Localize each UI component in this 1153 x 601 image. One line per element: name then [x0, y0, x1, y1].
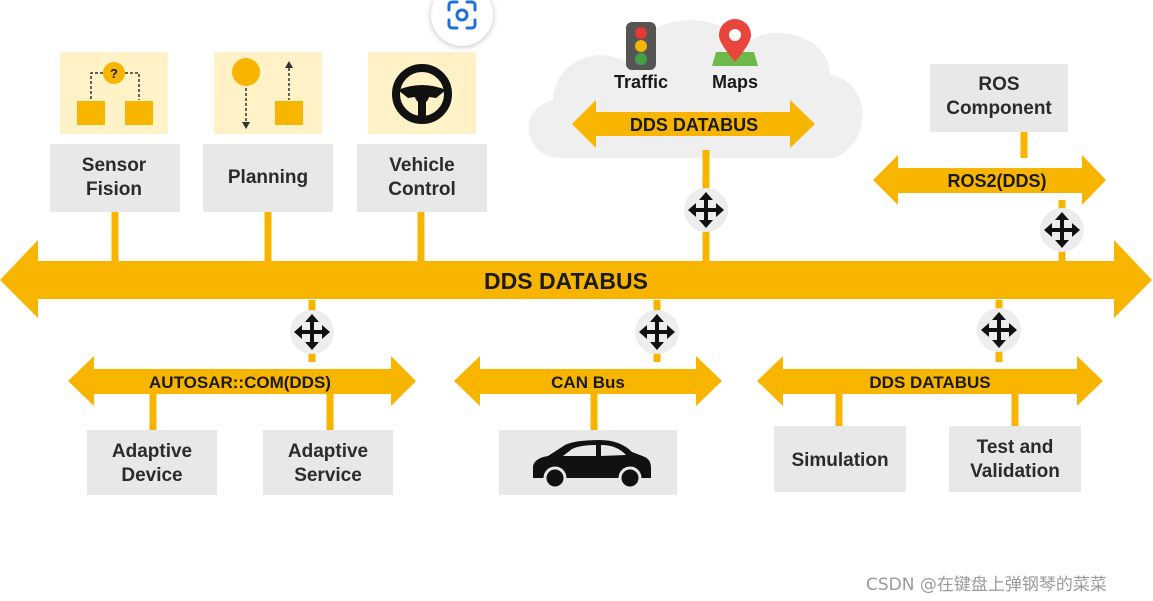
sensor-fusion-label-line2: Fision	[86, 179, 142, 200]
flowchart-decision-icon: ?	[77, 62, 153, 125]
adaptive-service-line1: Adaptive	[288, 441, 368, 462]
adaptive-device-line1: Adaptive	[112, 441, 192, 462]
ros-component-line2: Component	[946, 98, 1052, 119]
traffic-item: Traffic	[614, 22, 668, 92]
maps-item: Maps	[712, 19, 758, 92]
adaptive-service-line2: Service	[294, 465, 362, 486]
vehicle-control-label-line1: Vehicle	[389, 155, 455, 176]
steering-wheel-icon	[392, 64, 452, 124]
bottom-bus-label: DDS DATABUS	[869, 373, 990, 392]
watermark: CSDN @在键盘上弹钢琴的菜菜	[866, 575, 1107, 595]
planning-icon-tile	[214, 52, 322, 134]
car-box	[499, 430, 677, 495]
can-bus: CAN Bus	[454, 356, 722, 406]
move-arrows-icon	[684, 188, 728, 232]
car-icon	[533, 440, 651, 490]
sensor-fusion-icon-tile: ?	[60, 52, 168, 134]
move-arrows-icon	[1040, 208, 1084, 252]
main-bus-label: DDS DATABUS	[484, 268, 648, 294]
cloud-dds-databus: DDS DATABUS	[572, 100, 815, 148]
bottom-dds-databus: DDS DATABUS	[757, 356, 1103, 406]
test-validation-line2: Validation	[970, 461, 1060, 482]
simulation-box: Simulation	[774, 426, 906, 492]
vehicle-control-box: Vehicle Control	[357, 144, 487, 212]
cloud-bus-label: DDS DATABUS	[630, 115, 758, 135]
map-pin-icon	[712, 19, 758, 66]
ros-component-box: ROS Component	[930, 64, 1068, 132]
traffic-label: Traffic	[614, 72, 668, 92]
vehicle-control-icon-tile	[368, 52, 476, 134]
scan-icon	[447, 0, 477, 30]
ros2-bus: ROS2(DDS)	[873, 155, 1106, 205]
sensor-fusion-label-line1: Sensor	[82, 155, 147, 176]
adaptive-service-box: Adaptive Service	[263, 430, 393, 495]
test-validation-line1: Test and	[977, 437, 1054, 458]
adaptive-device-box: Adaptive Device	[87, 430, 217, 495]
move-arrows-icon	[635, 310, 679, 354]
simulation-label: Simulation	[791, 450, 888, 471]
test-validation-box: Test and Validation	[949, 426, 1081, 492]
planning-box: Planning	[203, 144, 333, 212]
ros2-bus-label: ROS2(DDS)	[947, 171, 1046, 191]
vehicle-control-label-line2: Control	[388, 179, 456, 200]
planning-label: Planning	[228, 167, 308, 188]
svg-text:?: ?	[110, 66, 118, 81]
can-bus-label: CAN Bus	[551, 373, 625, 392]
move-arrows-icon	[290, 310, 334, 354]
cloud-shape	[528, 20, 863, 159]
maps-label: Maps	[712, 72, 758, 92]
autosar-bus-label: AUTOSAR::COM(DDS)	[149, 373, 331, 392]
main-dds-databus: DDS DATABUS	[0, 240, 1152, 318]
adaptive-device-line2: Device	[121, 465, 182, 486]
traffic-light-icon	[626, 22, 656, 70]
sensor-fusion-box: Sensor Fision	[50, 144, 180, 212]
lens-button[interactable]	[431, 0, 493, 46]
planning-arrows-icon	[232, 58, 303, 129]
autosar-bus: AUTOSAR::COM(DDS)	[68, 356, 416, 406]
ros-component-line1: ROS	[978, 74, 1019, 95]
move-arrows-icon	[977, 308, 1021, 352]
